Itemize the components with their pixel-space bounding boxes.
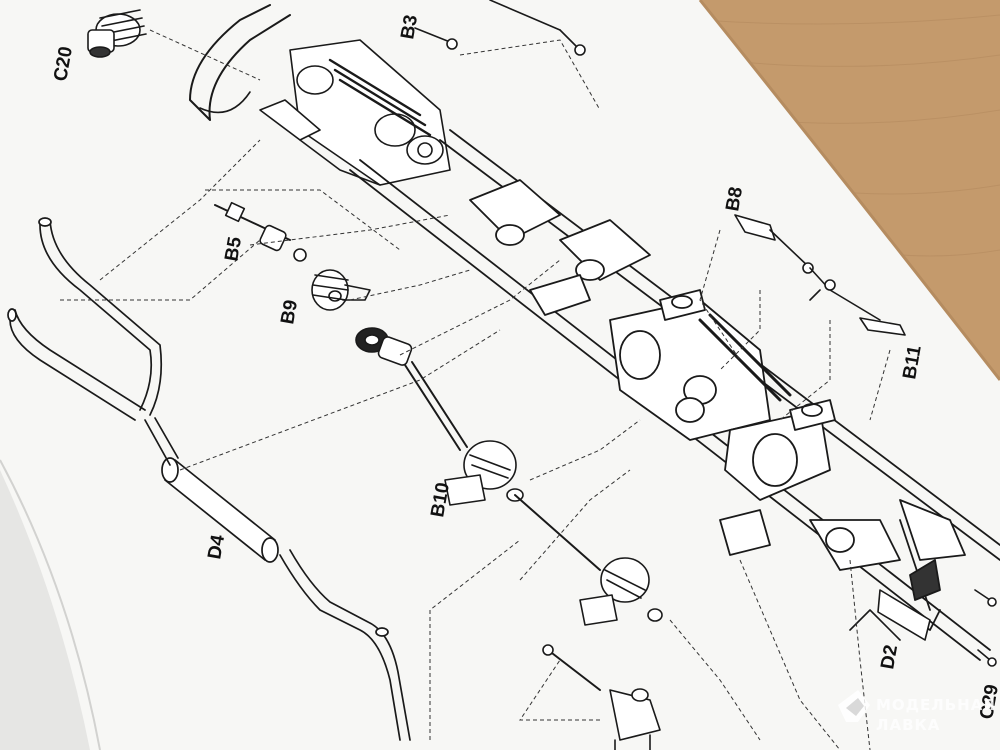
- label-b8: B8: [722, 185, 747, 213]
- page-fold-line: [0, 459, 101, 750]
- driveshaft-drawing: [214, 201, 663, 626]
- chassis-frame-drawing: [349, 129, 1000, 661]
- part-c20-drawing: [87, 9, 147, 58]
- engine-block-drawing: [259, 39, 451, 186]
- label-c29: C29: [976, 683, 1000, 721]
- label-d4: D4: [204, 533, 229, 561]
- watermark-line2: ЛАВКА: [876, 716, 940, 734]
- label-d2: D2: [877, 643, 902, 671]
- part-b3-drawing: [414, 0, 586, 56]
- store-watermark: МОДЕЛЬНАЯ ЛАВКА: [838, 690, 996, 734]
- linkage-drawing: [734, 214, 906, 336]
- label-b5: B5: [221, 235, 246, 263]
- dashed-leader-lines: [60, 29, 891, 750]
- lower-parts-drawing: [542, 589, 997, 750]
- label-b3: B3: [397, 13, 422, 41]
- assembly-drawing: [7, 0, 1000, 750]
- part-d4-exhaust-drawing: [7, 217, 411, 741]
- label-b9: B9: [277, 298, 302, 326]
- watermark-line1: МОДЕЛЬНАЯ: [876, 696, 996, 714]
- page-curl-shadow: [0, 470, 90, 750]
- paper-edge-shadow: [698, 0, 1000, 381]
